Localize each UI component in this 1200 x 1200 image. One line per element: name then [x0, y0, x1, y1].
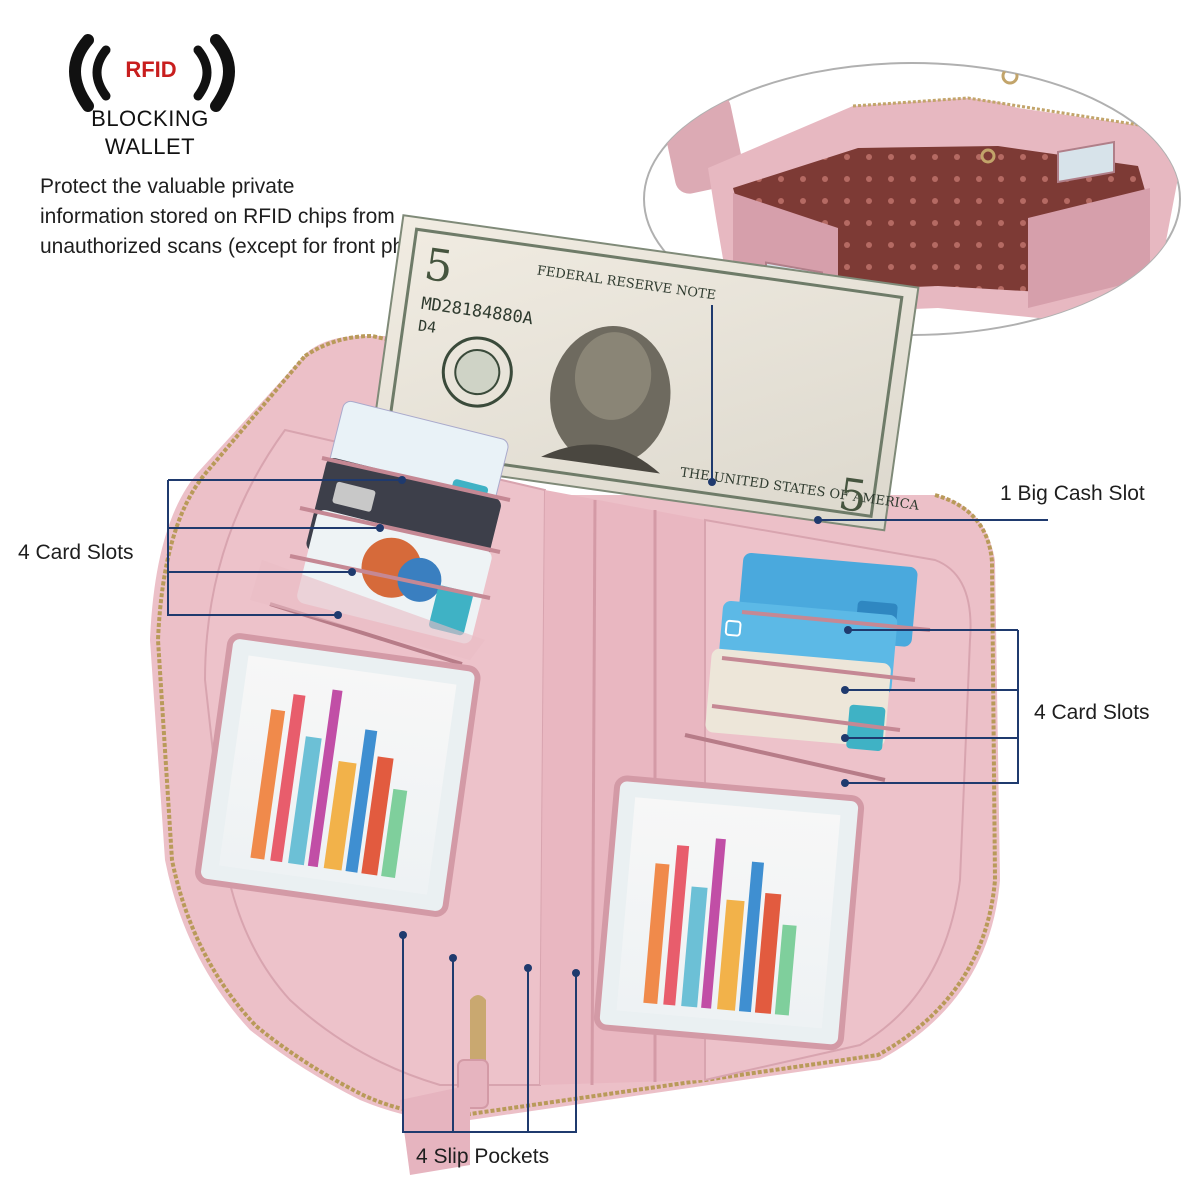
rfid-label: RFID [125, 57, 177, 82]
left-card-slots-label: 4 Card Slots [18, 541, 134, 564]
banknote-plate: D4 [417, 316, 437, 336]
callout-lines [167, 305, 1048, 1133]
wallet-label: WALLET [104, 134, 196, 159]
rfid-signal-icon [69, 34, 235, 112]
slip-pockets-label: 4 Slip Pockets [416, 1145, 550, 1168]
description-line-1: Protect the valuable private [40, 175, 295, 198]
description-line-3: unauthorized scans (except for front pho… [40, 235, 514, 258]
rfid-description: Protect the valuable private information… [40, 172, 514, 262]
inset-wallet-detail [643, 62, 1181, 336]
blocking-label: BLOCKING [91, 106, 209, 131]
description-line-2: information stored on RFID chips from [40, 205, 395, 228]
right-card-slots-label: 4 Card Slots [1034, 701, 1150, 724]
cash-slot-label: 1 Big Cash Slot [1000, 482, 1145, 505]
